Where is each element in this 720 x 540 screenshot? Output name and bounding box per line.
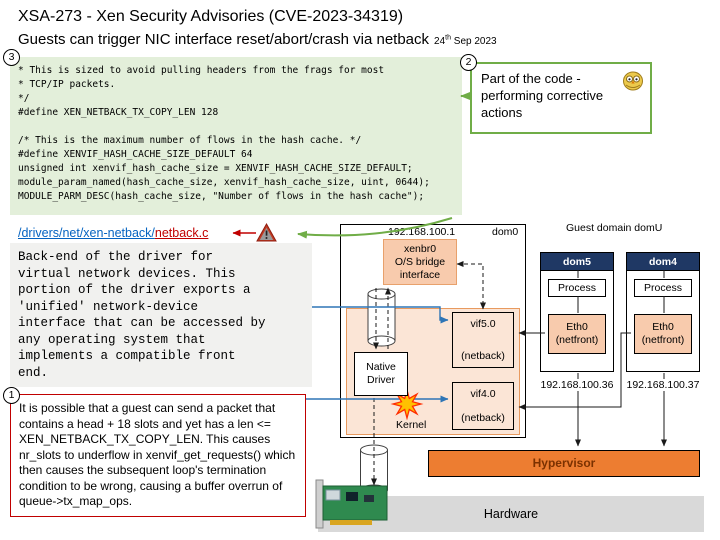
callout-1-badge: 1 bbox=[3, 387, 20, 404]
callout-2-badge: 2 bbox=[460, 54, 477, 71]
dom0-ip-label: 192.168.100.1 bbox=[388, 226, 456, 238]
link-directory[interactable]: /drivers/net/xen-netback/ bbox=[18, 226, 155, 240]
link-filename[interactable]: netback.c bbox=[154, 226, 209, 240]
corrective-actions-note: Part of the code - performing corrective… bbox=[470, 62, 652, 134]
dom4-eth0-netfront-box: Eth0 (netfront) bbox=[634, 314, 692, 354]
dom5-process-box: Process bbox=[548, 279, 606, 297]
dom0-label: dom0 bbox=[492, 226, 519, 238]
vif4-netback-box: vif4.0 (netback) bbox=[452, 382, 514, 430]
vif5-type: (netback) bbox=[461, 350, 505, 362]
vif4-name: vif4.0 bbox=[470, 388, 496, 400]
native-driver-box: Native Driver bbox=[354, 352, 408, 396]
page-subtitle: Guests can trigger NIC interface reset/a… bbox=[18, 31, 497, 48]
dom5-eth0-netfront-box: Eth0 (netfront) bbox=[548, 314, 606, 354]
callout-3-badge: 3 bbox=[3, 49, 20, 66]
xenbr0-bridge-box: xenbr0 O/S bridge interface bbox=[383, 239, 457, 285]
vulnerability-note: It is possible that a guest can send a p… bbox=[10, 394, 306, 517]
netback-source-link[interactable]: /drivers/net/xen-netback/netback.c bbox=[18, 226, 208, 240]
vif4-type: (netback) bbox=[461, 412, 505, 424]
kernel-label: Kernel bbox=[396, 419, 427, 431]
vif5-netback-box: vif5.0 (netback) bbox=[452, 312, 514, 368]
dom4-process-box: Process bbox=[634, 279, 692, 297]
dom5-ip-label: 192.168.100.36 bbox=[537, 379, 617, 391]
vif5-name: vif5.0 bbox=[470, 318, 496, 330]
page-title: XSA-273 - Xen Security Advisories (CVE-2… bbox=[18, 8, 404, 25]
subtitle-text: Guests can trigger NIC interface reset/a… bbox=[18, 31, 430, 48]
hardware-bar: Hardware bbox=[318, 496, 704, 532]
dom4-box: dom4 Process Eth0 (netfront) bbox=[626, 252, 700, 372]
pipe-icon-lower bbox=[360, 444, 388, 496]
corrective-actions-text: Part of the code - performing corrective… bbox=[481, 71, 604, 120]
owl-icon bbox=[623, 71, 643, 91]
date-label: 24th Sep 2023 bbox=[434, 34, 497, 47]
warning-icon bbox=[256, 223, 277, 242]
code-snippet-block: * This is sized to avoid pulling headers… bbox=[10, 57, 462, 215]
hypervisor-bar: Hypervisor bbox=[428, 450, 700, 477]
dom5-header: dom5 bbox=[541, 253, 613, 271]
dom4-header: dom4 bbox=[627, 253, 699, 271]
guest-domain-label: Guest domain domU bbox=[566, 222, 663, 234]
dom5-box: dom5 Process Eth0 (netfront) bbox=[540, 252, 614, 372]
driver-description: Back-end of the driver for virtual netwo… bbox=[10, 243, 312, 387]
dom4-ip-label: 192.168.100.37 bbox=[623, 379, 703, 391]
